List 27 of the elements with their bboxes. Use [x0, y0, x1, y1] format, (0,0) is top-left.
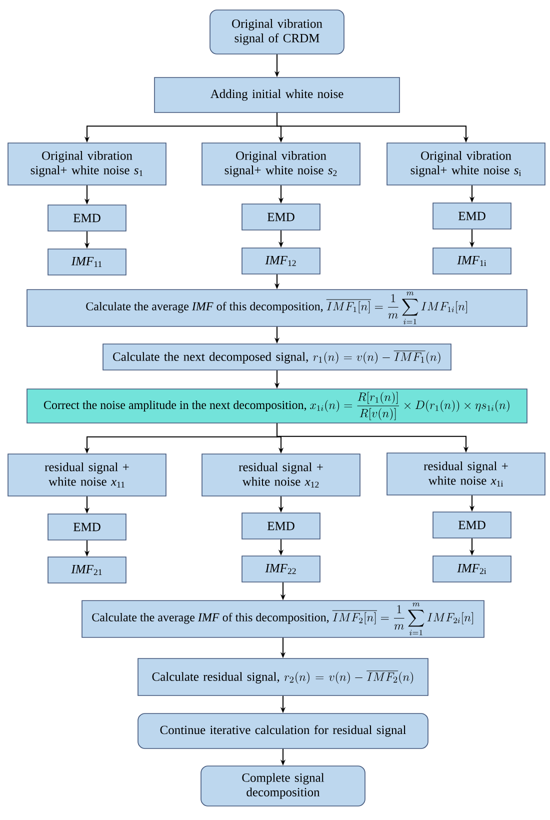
process-box: IMF$_{21}$ [48, 556, 126, 584]
process-box: Correct the noise amplitude in the next decomposition, $x_{1i}(n)=\frac{R[r_1(n)]}{R[v(n)]}\times D(r_1(n))\times\eta s_{1i}(n)$ [26, 388, 528, 424]
process-box: EMD [432, 202, 512, 230]
process-box: Adding initial white noise [154, 77, 400, 113]
process-box: Calculate the next decomposed signal, $r_1(n)=v(n)-\overline{IMF_1}(n)$ [102, 344, 452, 370]
process-box: IMF$_{12}$ [242, 248, 320, 274]
process-box: EMD [432, 512, 512, 538]
terminal-box: Complete signal decomposition [200, 766, 366, 806]
process-box: IMF$_{1i}$ [432, 248, 512, 274]
process-box: Original vibration signal+ white noise s$_{1}$ [8, 142, 166, 186]
terminal-box: Continue iterative calculation for residual signal [138, 713, 428, 749]
process-box: Original vibration signal+ white noise s$_{2}$ [202, 142, 360, 186]
process-box: IMF$_{11}$ [48, 248, 126, 276]
terminal-box: Original vibration signal of CRDM [210, 10, 344, 54]
process-box: residual signal + white noise x$_{12}$ [202, 454, 360, 496]
process-box: IMF$_{2i}$ [432, 556, 512, 582]
process-box: EMD [242, 512, 320, 540]
process-box: Calculate the average IMF of this decomposition, $\overline{IMF_1[n]}=\frac{1}{m}\sum_{i=1}^{m}IMF_{1i}[n]$ [26, 289, 528, 327]
process-box: Calculate residual signal, $r_2(n)=v(n)-\overline{IMF_2}(n)$ [138, 658, 428, 696]
process-box: IMF$_{22}$ [242, 556, 320, 582]
process-box: residual signal + white noise x$_{1i}$ [386, 452, 546, 496]
process-box: Calculate the average IMF of this decomposition, $\overline{IMF_2[n]}=\frac{1}{m}\sum_{i=1}^{m}IMF_{2i}[n]$ [82, 600, 484, 638]
process-box: Original vibration signal+ white noise s$_{i}$ [386, 142, 546, 186]
process-box: EMD [48, 514, 126, 540]
process-box: EMD [242, 204, 320, 230]
process-box: residual signal + white noise x$_{11}$ [8, 454, 166, 496]
process-box: EMD [48, 204, 126, 232]
